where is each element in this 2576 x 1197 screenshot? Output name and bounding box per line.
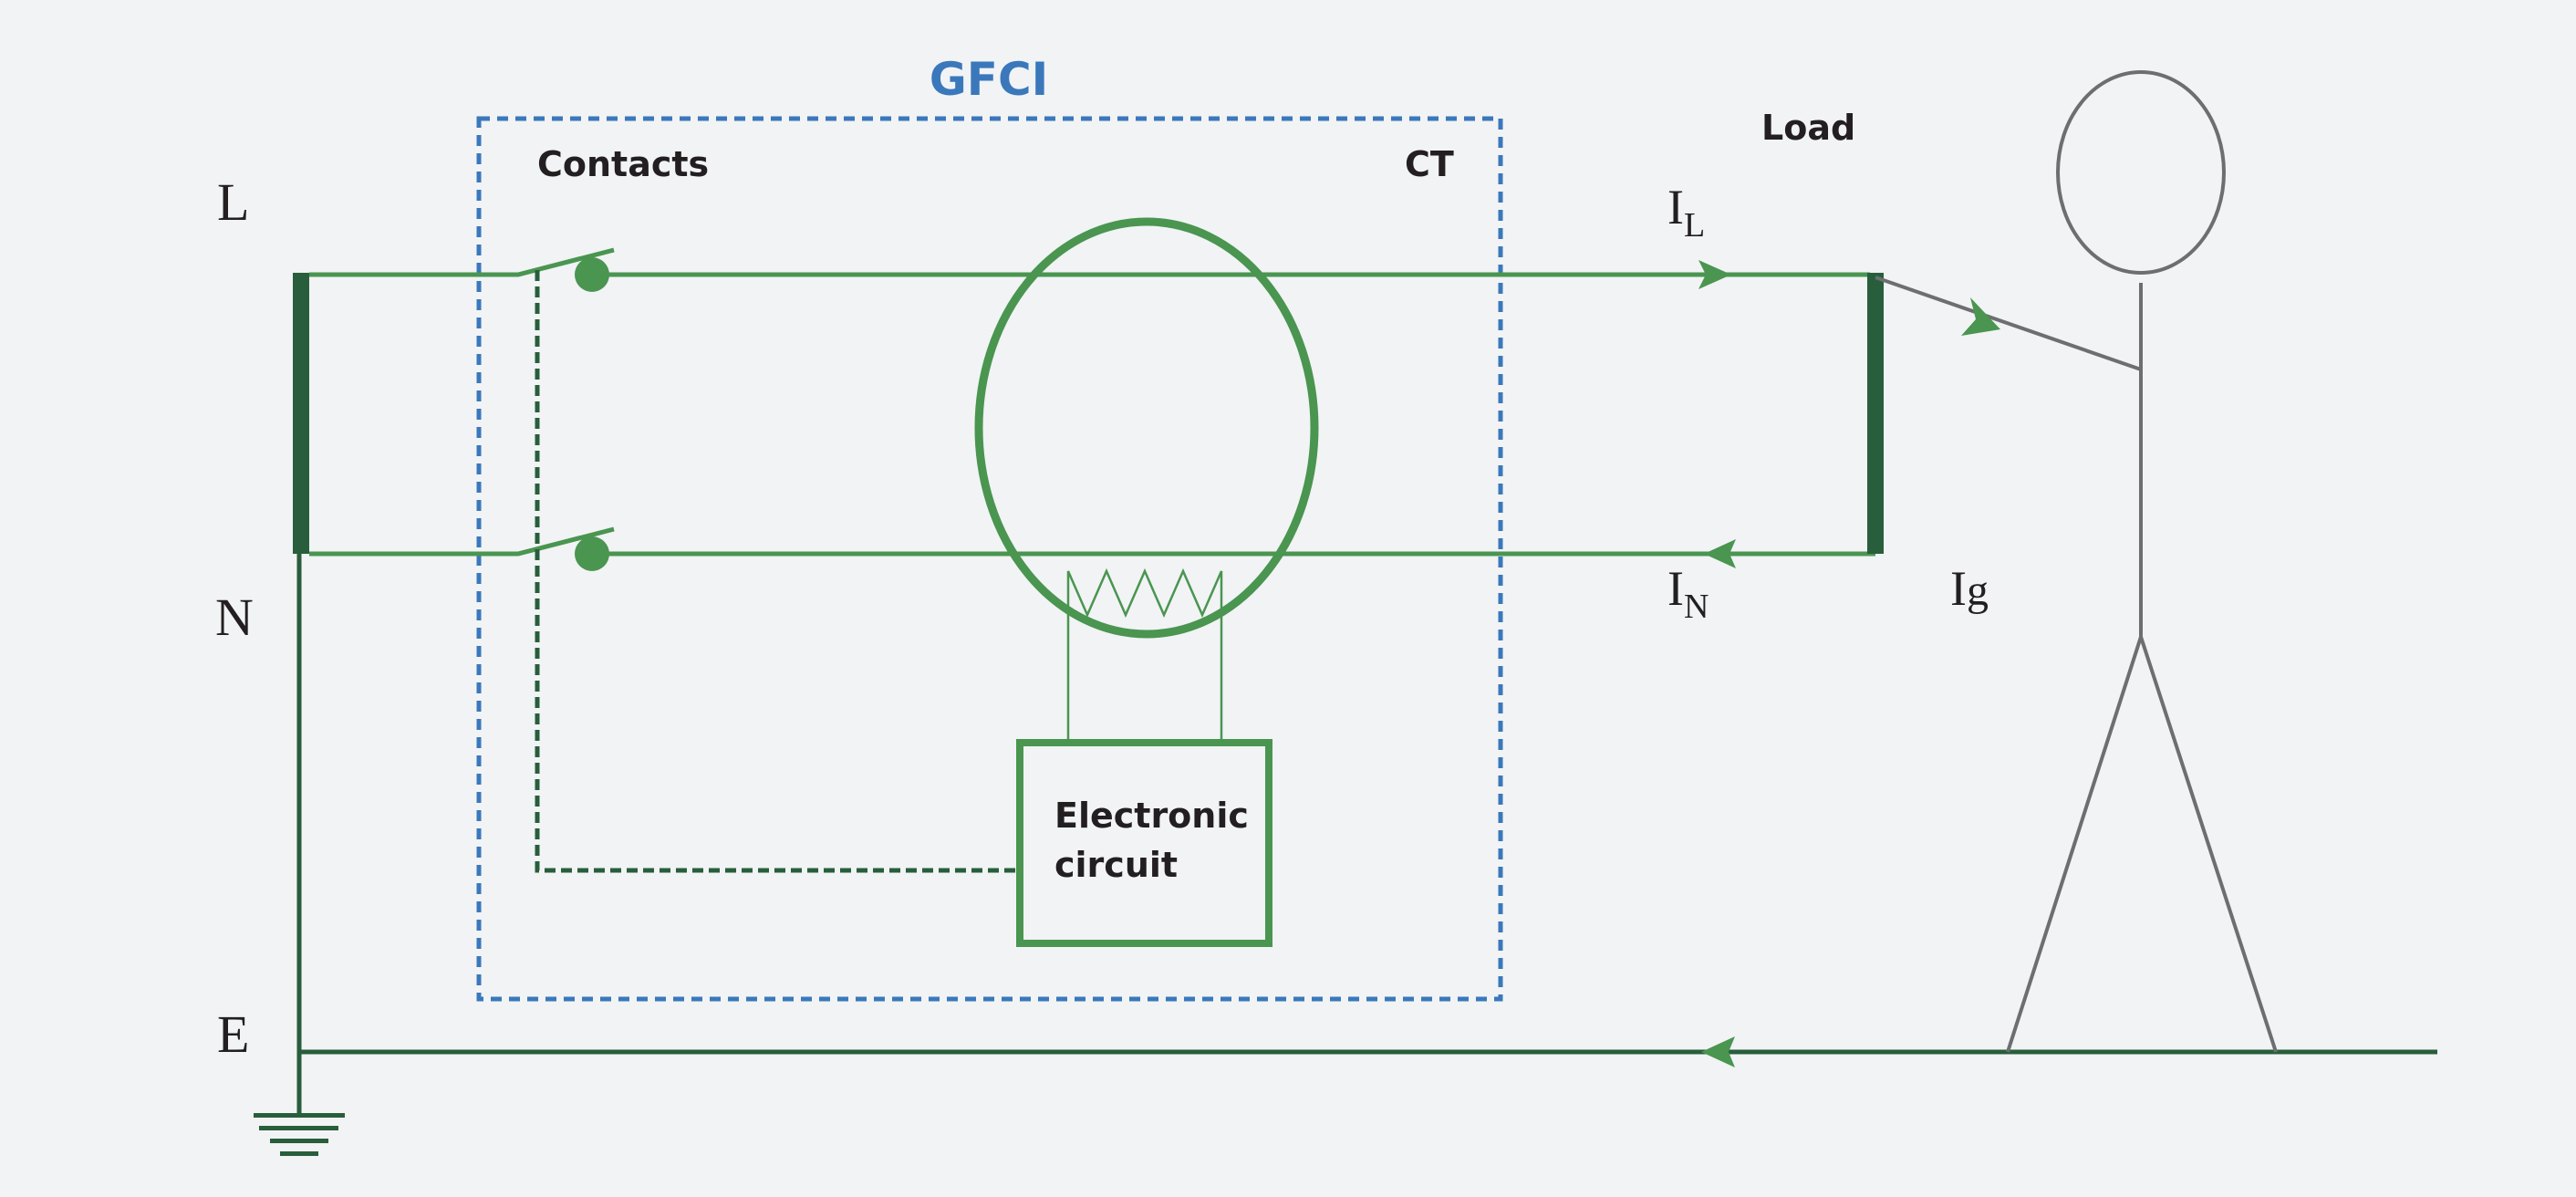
electronic-circuit-box (1016, 739, 1272, 947)
ground-symbol-icon (254, 1113, 345, 1156)
line-conductor-input (309, 247, 615, 277)
line-current-subscript: L (1684, 206, 1705, 245)
earth-current-arrow-icon (1701, 1036, 1735, 1067)
sensing-coil (1066, 567, 1223, 739)
ground-current-symbol: I (1950, 561, 1967, 616)
electronic-circuit-label-line2: circuit (1054, 845, 1178, 885)
person-head (2056, 70, 2226, 275)
electronic-circuit-label-line1: Electronic (1054, 796, 1249, 836)
load-label: Load (1761, 108, 1855, 148)
load-busbar (1867, 273, 1884, 554)
line-current-symbol: I (1667, 180, 1684, 234)
neutral-current-symbol: I (1667, 561, 1684, 616)
ground-current-label: Ig (1950, 561, 1989, 616)
trip-control-link (535, 270, 1016, 873)
neutral-current-subscript: N (1684, 588, 1709, 626)
neutral-current-arrow-icon (1704, 539, 1736, 568)
source-busbar (293, 273, 309, 554)
ground-current-arrow-icon (1961, 297, 2000, 336)
earth-label: E (217, 1004, 249, 1064)
ground-current-subscript: g (1967, 567, 1989, 615)
line-current-label: IL (1667, 180, 1705, 245)
ct-label: CT (1405, 144, 1454, 184)
person-arm (1875, 276, 2142, 371)
neutral-conductor-input (309, 526, 615, 557)
contacts-label: Contacts (537, 144, 709, 184)
neutral-current-label: IN (1667, 561, 1709, 626)
current-transformer-core (974, 217, 1319, 639)
line-current-arrow-icon (1698, 260, 1731, 289)
person-right-leg (2139, 636, 2278, 1053)
gfci-enclosure (476, 116, 1503, 1002)
gfci-title: GFCI (930, 53, 1049, 106)
line-label: L (217, 172, 249, 232)
neutral-label: N (215, 588, 254, 647)
person-figure (1875, 70, 2278, 1053)
person-left-leg (2006, 636, 2143, 1053)
